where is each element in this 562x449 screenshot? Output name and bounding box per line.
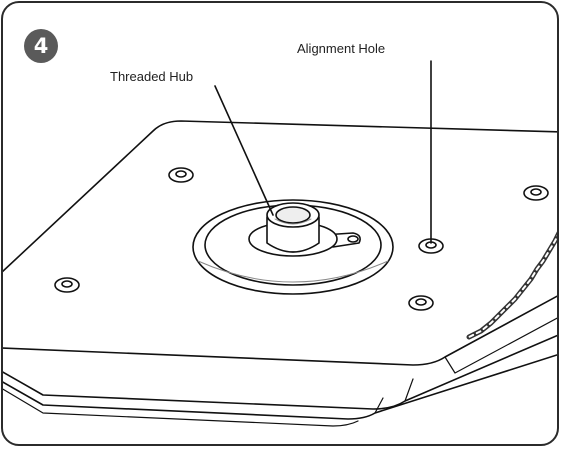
threaded-hub-label: Threaded Hub: [110, 69, 194, 84]
screw-hole-top-right: [523, 185, 549, 201]
plate-texture-edge-inner: [468, 234, 557, 338]
leader-threaded-hub: [214, 85, 274, 216]
step-number-badge: 4: [24, 29, 58, 63]
plate-corner-2: [404, 378, 414, 402]
plate-corner-1: [444, 317, 557, 374]
hub-disc-outer: [192, 199, 394, 295]
hub-disc-shadow: [197, 260, 389, 283]
alignment-hole-label: Alignment Hole: [297, 41, 386, 56]
plate-corner-3: [374, 397, 384, 414]
plate-front-edge: [3, 295, 557, 366]
screw-hole-top-left: [168, 167, 194, 183]
screw-hole-bottom-left: [54, 277, 80, 293]
plate-top-outline: [3, 120, 557, 273]
base-plate-drawing: [3, 60, 557, 427]
plate-side-3: [3, 388, 359, 427]
hub-bore: [275, 206, 311, 224]
plate-side-1: [3, 334, 557, 410]
plate-side-2: [3, 354, 557, 420]
screw-hole-bottom-right: [408, 295, 434, 311]
